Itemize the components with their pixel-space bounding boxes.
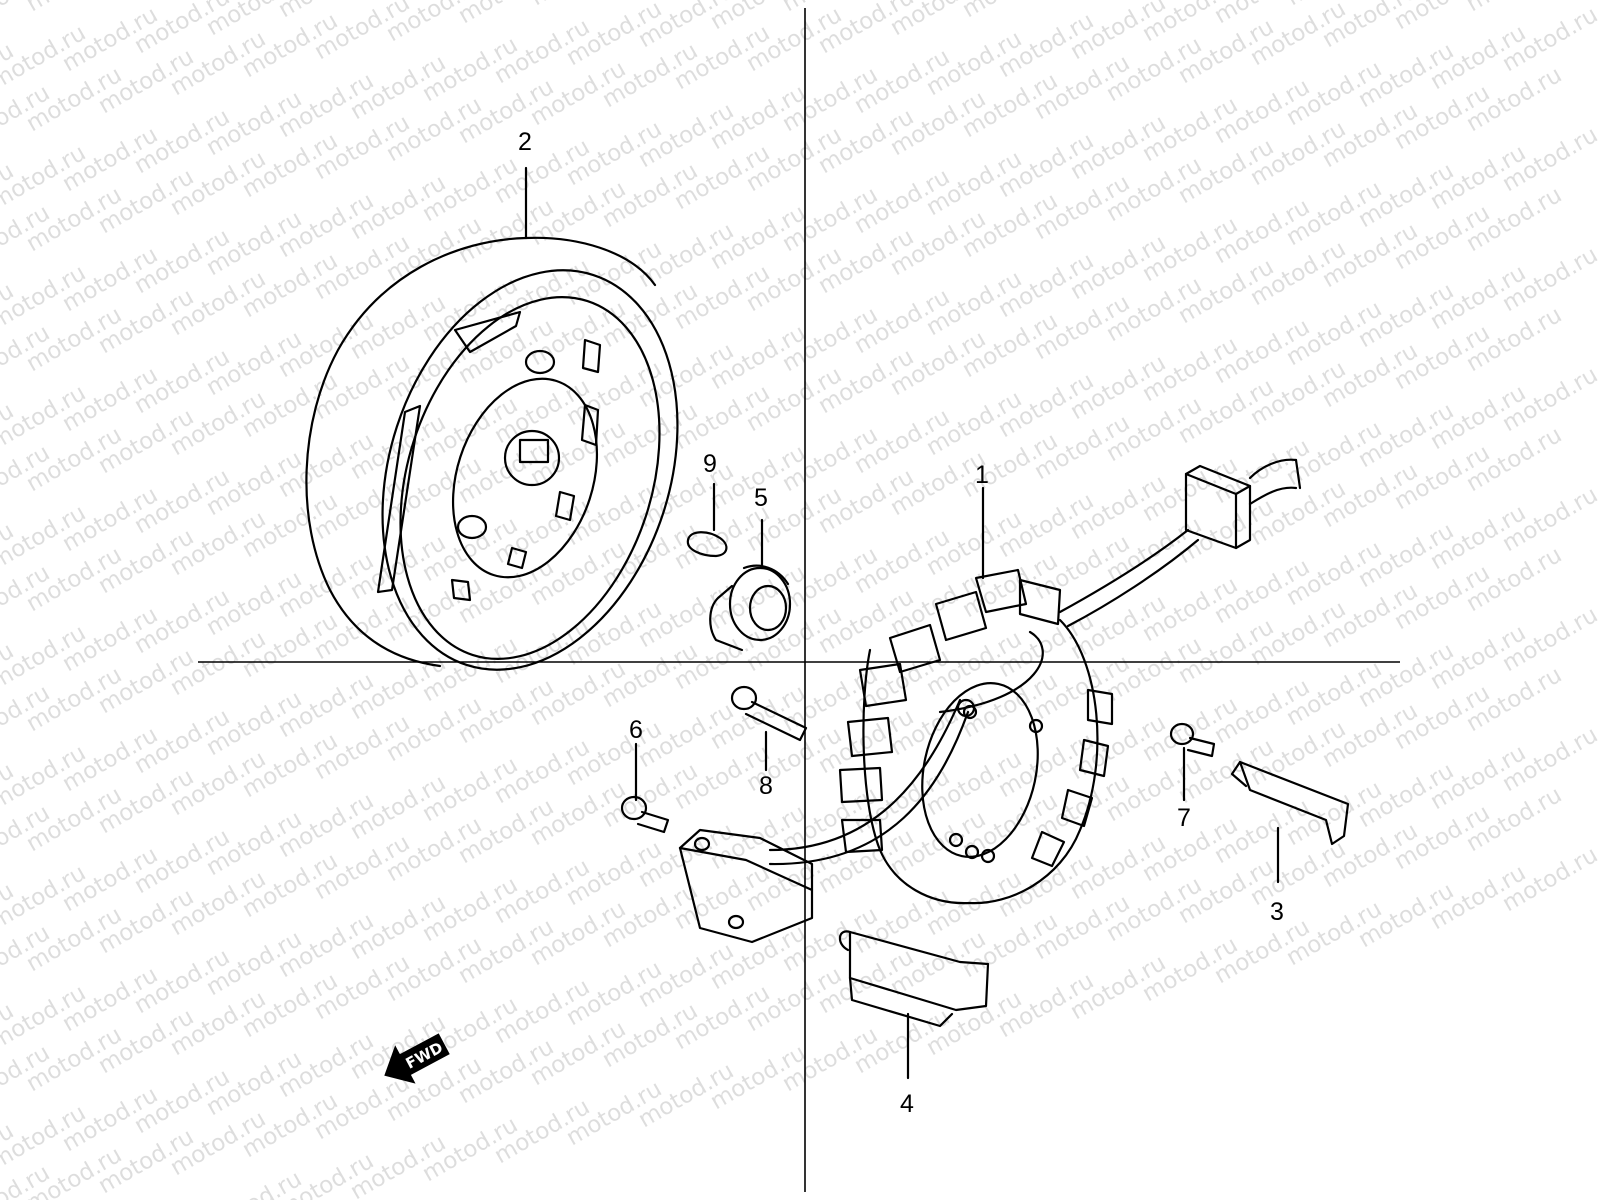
watermark-text: motod.ru bbox=[958, 0, 1062, 23]
watermark-text: motod.ru bbox=[1462, 0, 1566, 17]
callout-3: 3 bbox=[1270, 898, 1284, 926]
bushing bbox=[709, 564, 792, 652]
flywheel-rotor bbox=[305, 236, 679, 671]
woodruff-key bbox=[686, 531, 728, 558]
bolt-7 bbox=[1169, 722, 1216, 758]
callout-6: 6 bbox=[629, 716, 643, 744]
watermark-text: motod.ru bbox=[526, 0, 630, 11]
callout-2: 2 bbox=[518, 128, 532, 156]
clamp-4 bbox=[838, 930, 990, 1028]
harness-connector bbox=[1184, 458, 1302, 550]
callout-4: 4 bbox=[900, 1090, 914, 1118]
callout-7: 7 bbox=[1177, 804, 1191, 832]
watermark-text: motod.ru bbox=[1030, 0, 1134, 5]
bolt-6 bbox=[620, 795, 670, 834]
watermark-text: motod.ru bbox=[22, 0, 126, 17]
leader-lines bbox=[524, 166, 1280, 1080]
wire-harness bbox=[768, 528, 1200, 866]
callout-9: 9 bbox=[703, 450, 717, 478]
callout-1: 1 bbox=[975, 461, 989, 489]
callout-5: 5 bbox=[754, 484, 768, 512]
clamp-3 bbox=[1230, 760, 1350, 846]
pulser-coil bbox=[678, 828, 814, 944]
callout-8: 8 bbox=[759, 772, 773, 800]
bolt-8 bbox=[730, 685, 808, 742]
